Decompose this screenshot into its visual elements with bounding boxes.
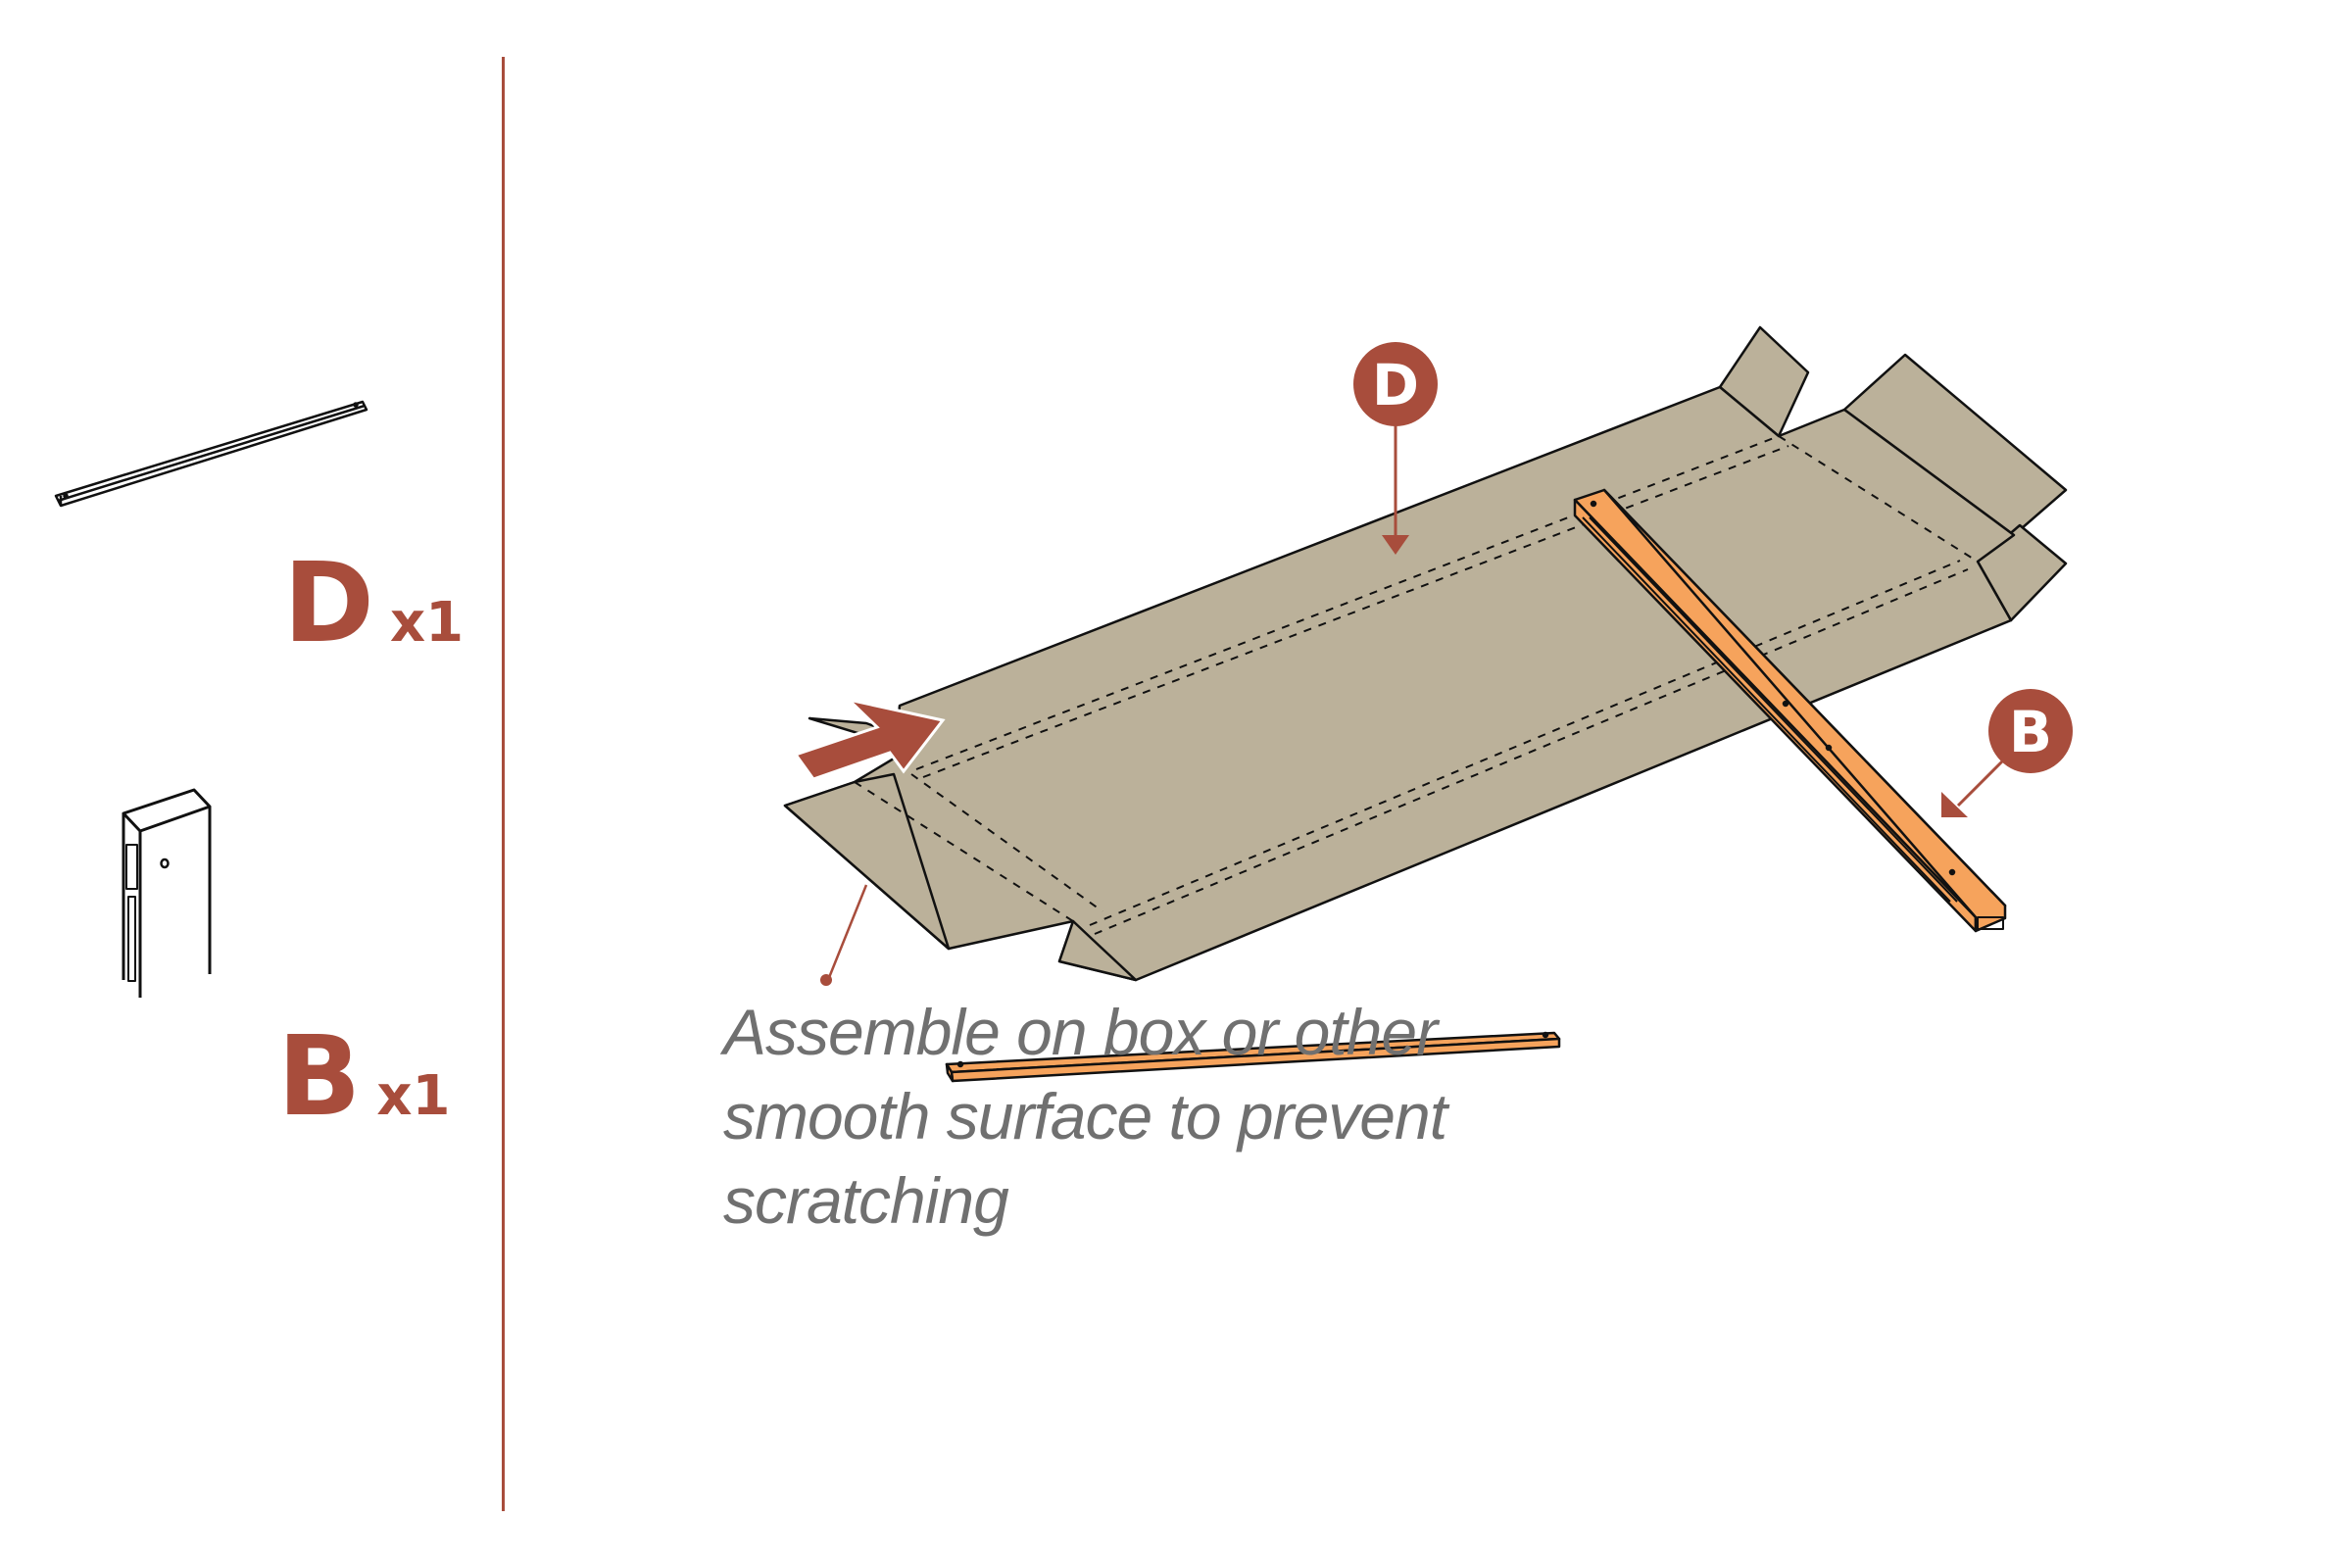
part-b-letter: B — [277, 1013, 361, 1141]
fold-lines — [854, 386, 2015, 935]
rod-d-drawn — [945, 1031, 1561, 1083]
note-line-1: Assemble on box or other — [723, 996, 1438, 1068]
part-d-letter: D — [283, 540, 374, 667]
section-divider — [502, 57, 505, 1511]
part-d-quantity: x1 — [389, 591, 465, 655]
note-line-3: scratching — [723, 1164, 1009, 1237]
post-icon — [122, 788, 212, 998]
callout-b: B — [1941, 689, 2073, 817]
part-b-quantity: x1 — [376, 1064, 451, 1128]
rod-icon — [54, 400, 368, 508]
assembly-note: Assemble on box or other smooth surface … — [723, 990, 1605, 1243]
insert-arrow-icon — [793, 697, 946, 781]
note-leader — [820, 884, 868, 986]
note-line-2: smooth surface to prevent — [723, 1080, 1447, 1152]
cardboard-box — [783, 325, 2068, 982]
svg-text:D: D — [1372, 352, 1419, 418]
beam-b — [1573, 488, 2007, 933]
svg-text:B: B — [2009, 699, 2052, 765]
callout-d: D — [1353, 342, 1438, 555]
